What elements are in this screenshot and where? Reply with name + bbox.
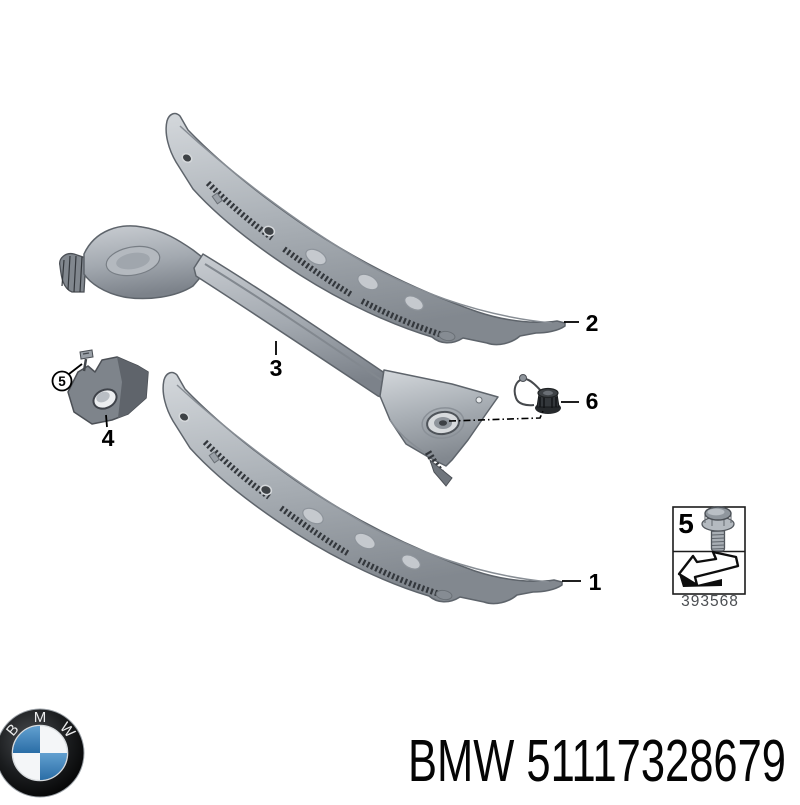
flange-bolt-icon — [701, 506, 735, 552]
bmw-roundel-quarters — [13, 726, 67, 780]
leader-lines — [68, 321, 581, 582]
inset-index-label: 5 — [678, 508, 694, 539]
logo-letter-m: M — [34, 709, 47, 726]
inset-legend-box: 5 — [672, 506, 746, 595]
callout-label-4: 4 — [102, 425, 115, 451]
install-direction-arrow-icon — [677, 550, 740, 587]
callout-label-1: 1 — [589, 569, 602, 595]
part-4-cover-bracket-drawing — [67, 356, 149, 425]
part-3-drain-channel-drawing — [59, 225, 499, 487]
inset-part-number: 393568 — [681, 593, 739, 610]
bmw-logo: B M W — [0, 708, 85, 798]
callout-label-3: 3 — [270, 355, 283, 381]
callout-label-5: 5 — [58, 374, 66, 389]
part-5-screw-drawing — [79, 349, 94, 372]
part-6-grommet-drawing — [513, 374, 561, 414]
leader-5 — [68, 363, 83, 375]
callout-label-5-circled: 5 — [51, 370, 73, 392]
leader-4 — [105, 414, 108, 428]
leader-6-dash-dot — [448, 410, 544, 422]
part-1-cowl-panel-drawing — [163, 373, 562, 604]
callout-label-6: 6 — [586, 388, 599, 414]
footer-part-number-title: BMW 51117328679 — [408, 728, 786, 794]
part-2-cowl-panel-drawing — [166, 114, 565, 345]
callout-label-2: 2 — [586, 310, 599, 336]
